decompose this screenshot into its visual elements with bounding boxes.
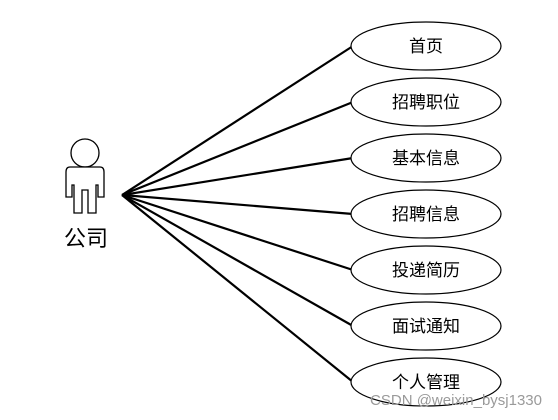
use-case-ellipse bbox=[350, 301, 502, 351]
use-case-ellipse bbox=[350, 21, 502, 71]
association-line bbox=[121, 194, 354, 383]
use-case-label: 面试通知 bbox=[392, 317, 460, 337]
use-case-ellipse bbox=[350, 77, 502, 127]
use-case: 个人管理 bbox=[350, 357, 502, 407]
actor-body bbox=[65, 166, 105, 214]
use-case-ellipse bbox=[350, 245, 502, 295]
association-lines bbox=[121, 45, 354, 383]
use-case-label: 基本信息 bbox=[392, 149, 460, 169]
use-case-label: 招聘职位 bbox=[392, 93, 460, 113]
use-case-label: 个人管理 bbox=[392, 373, 460, 393]
use-case: 面试通知 bbox=[350, 301, 502, 351]
use-case-ellipse bbox=[350, 357, 502, 407]
actor-name: 公司 bbox=[64, 227, 108, 252]
association-line bbox=[121, 193, 354, 216]
use-case: 招聘信息 bbox=[350, 189, 502, 239]
use-case: 招聘职位 bbox=[350, 77, 502, 127]
association-line bbox=[121, 156, 354, 197]
use-case-ellipse bbox=[350, 189, 502, 239]
association-line bbox=[121, 193, 354, 272]
association-line bbox=[121, 45, 354, 196]
use-case: 基本信息 bbox=[350, 133, 502, 183]
actor-company: 公司 bbox=[64, 138, 108, 252]
actor-head bbox=[70, 138, 100, 168]
watermark-text: CSDN @weixin_bysj1330 bbox=[370, 392, 542, 409]
use-case-label: 首页 bbox=[409, 37, 443, 57]
use-case: 投递简历 bbox=[350, 245, 502, 295]
use-case-label: 招聘信息 bbox=[392, 205, 460, 225]
association-line bbox=[121, 100, 354, 197]
use-case-label: 投递简历 bbox=[392, 261, 460, 281]
association-line bbox=[121, 194, 354, 327]
use-case-ellipse bbox=[350, 133, 502, 183]
use-case: 首页 bbox=[350, 21, 502, 71]
